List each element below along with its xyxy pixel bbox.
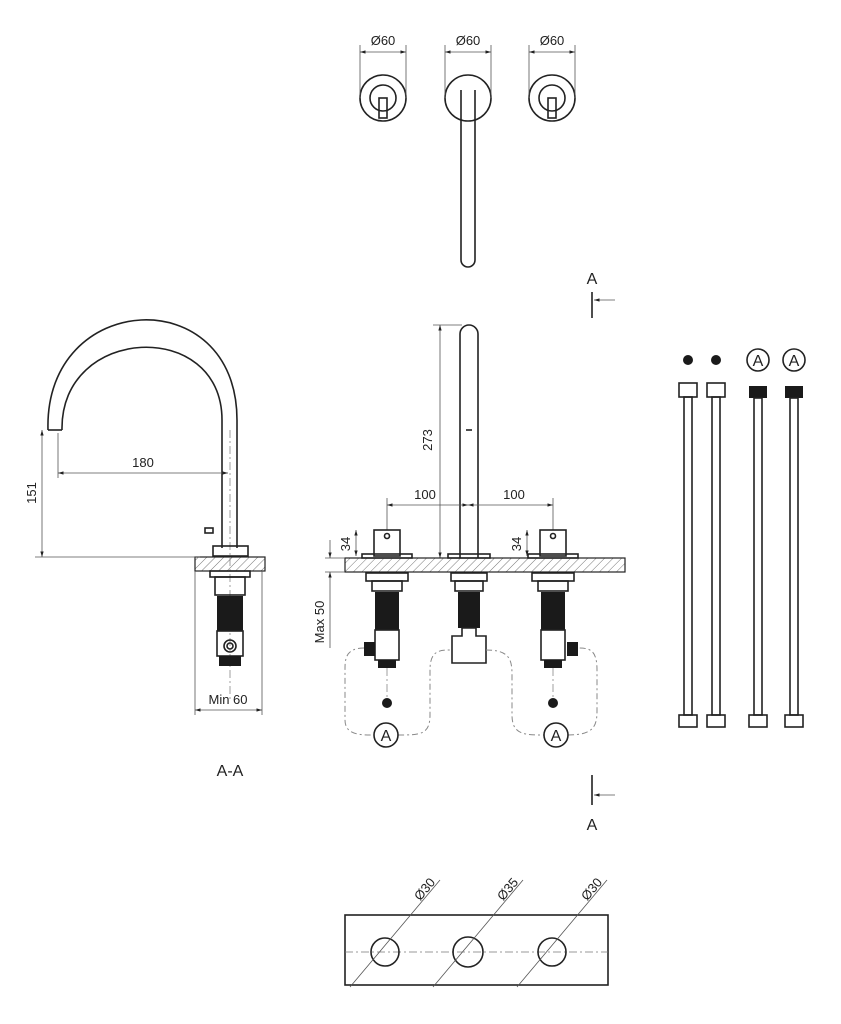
hose-4 [784,386,804,728]
hole-2-dim: Ø35 [494,875,521,903]
valve-body-right [531,572,578,668]
cutout-view: Ø30 Ø35 Ø30 [344,875,609,988]
height-dim: 151 [24,482,39,504]
hose-1 [678,382,698,728]
handle-right-dim: 34 [509,537,524,551]
hoses: A A [678,348,806,728]
rosette-right: Ø60 [528,33,576,122]
front-view: 273 100 100 34 34 Max 50 A A [312,324,626,748]
svg-text:A: A [587,271,598,288]
section-marker-bottom: A [587,775,615,834]
rosette-left-dim: Ø60 [371,33,396,48]
min-dim: Min 60 [208,692,247,707]
spout-height-dim: 273 [420,429,435,451]
rosette-center: Ø60 [444,33,492,268]
rosette-left: Ø60 [359,33,407,122]
hose-label-a2: A [789,353,800,370]
connector-left-label: A [381,728,392,745]
rosette-center-dim: Ø60 [456,33,481,48]
max-thickness-dim: Max 50 [312,601,327,644]
spacing-right-dim: 100 [503,487,525,502]
valve-body-center [450,572,488,664]
spacing-left-dim: 100 [414,487,436,502]
svg-text:A: A [587,817,598,834]
valve-body-left [364,572,409,668]
top-view: Ø60 Ø60 Ø60 [359,33,576,268]
rosette-right-dim: Ø60 [540,33,565,48]
hole-1-dim: Ø30 [411,875,438,903]
reach-dim: 180 [132,455,154,470]
hose-label-a1: A [753,353,764,370]
section-marker-top: A [587,271,615,318]
hole-3-dim: Ø30 [578,875,605,903]
side-view: 151 180 Min 60 A-A [24,319,266,780]
section-label: A-A [217,763,244,780]
hose-2 [706,382,726,728]
handle-left-dim: 34 [338,537,353,551]
hose-3 [748,386,768,728]
connector-right-label: A [551,728,562,745]
